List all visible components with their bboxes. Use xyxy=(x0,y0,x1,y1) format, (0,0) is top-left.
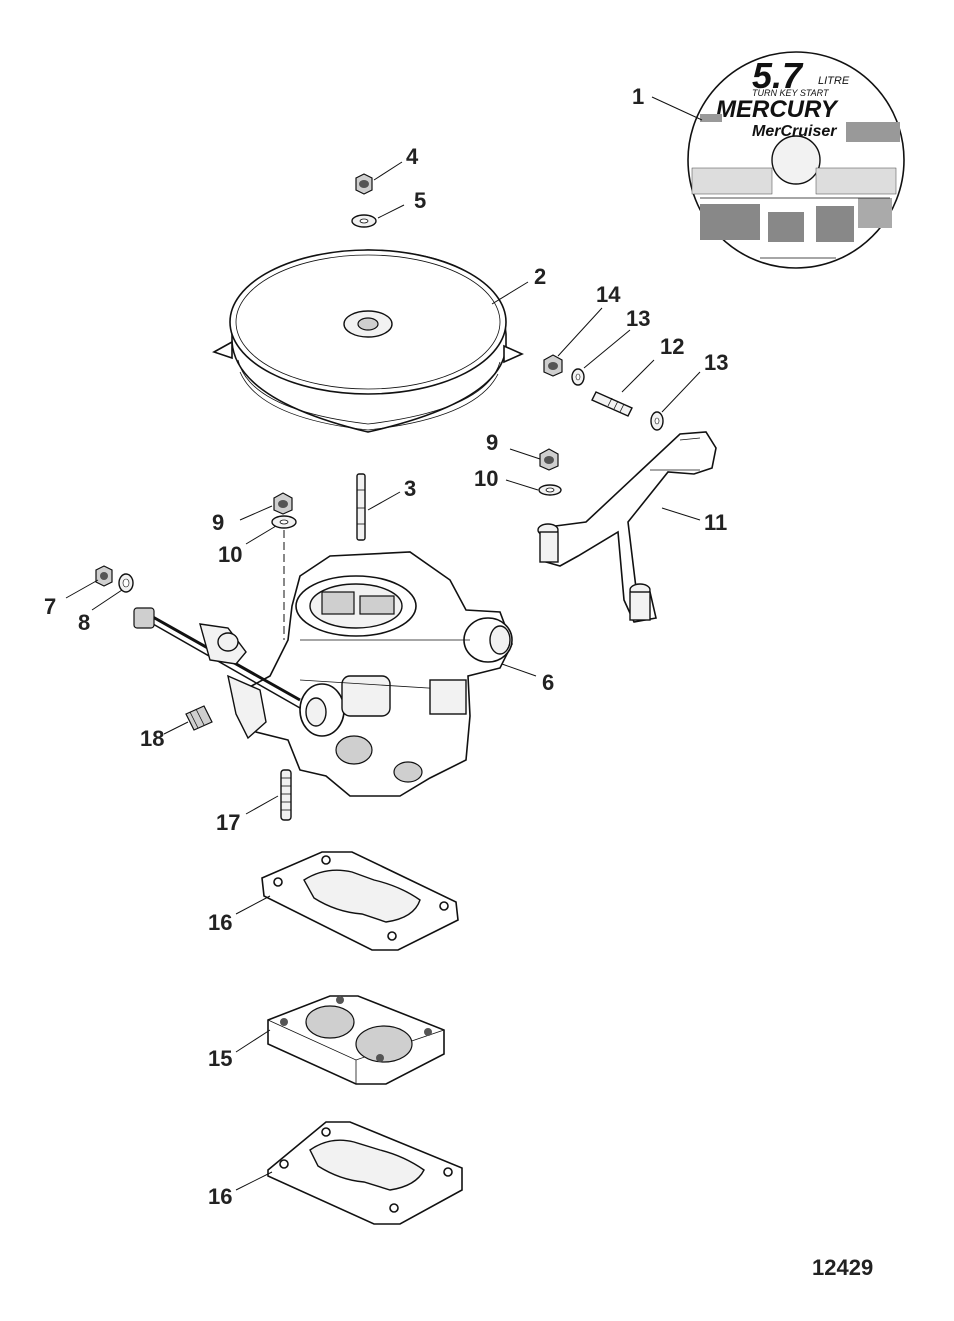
callout-8: 8 xyxy=(78,610,90,635)
callout-3: 3 xyxy=(404,476,416,501)
nut-right xyxy=(539,448,559,471)
choke-nut xyxy=(95,565,113,587)
decal-litre: LITRE xyxy=(818,75,850,87)
callout-7: 7 xyxy=(44,594,56,619)
carburetor xyxy=(133,551,513,797)
callout-9-left: 9 xyxy=(212,510,224,535)
fitting-screw xyxy=(185,705,213,731)
callout-6: 6 xyxy=(542,670,554,695)
choke-washer xyxy=(118,573,134,593)
air-cleaner-washer xyxy=(351,214,377,228)
spacer-plate xyxy=(267,995,445,1085)
callout-18: 18 xyxy=(140,726,164,751)
nut-left xyxy=(273,492,293,515)
callout-17: 17 xyxy=(216,810,240,835)
callout-4: 4 xyxy=(406,144,419,169)
callout-5: 5 xyxy=(414,188,426,213)
figure-number: 12429 xyxy=(812,1255,874,1280)
air-cleaner xyxy=(212,249,524,433)
gasket-upper xyxy=(261,851,459,951)
washer-left xyxy=(271,515,297,529)
bracket-stud xyxy=(591,391,633,417)
air-cleaner-stud xyxy=(356,473,366,541)
bracket-nut xyxy=(543,354,563,377)
callout-10-right: 10 xyxy=(474,466,498,491)
decal-product: MerCruiser xyxy=(752,123,837,140)
decal-brand: MERCURY xyxy=(716,96,839,123)
callout-2: 2 xyxy=(534,264,546,289)
callout-16-lower: 16 xyxy=(208,1184,232,1209)
callout-14: 14 xyxy=(596,282,621,307)
decal-size: 5.7 xyxy=(752,55,804,96)
callout-15: 15 xyxy=(208,1046,232,1071)
decal-subtitle: TURN KEY START xyxy=(752,88,830,98)
gasket-lower xyxy=(267,1121,463,1225)
callout-16-upper: 16 xyxy=(208,910,232,935)
air-cleaner-nut xyxy=(355,173,373,195)
callout-11: 11 xyxy=(704,510,727,535)
callout-10-left: 10 xyxy=(218,542,242,567)
callout-9-right: 9 xyxy=(486,430,498,455)
callout-numbers: 1 2 3 4 5 6 7 8 9 9 10 10 11 12 13 13 14… xyxy=(44,84,728,1209)
callout-12: 12 xyxy=(660,334,684,359)
carb-stud xyxy=(280,769,292,821)
callout-13-upper: 13 xyxy=(626,306,650,331)
leader-lines xyxy=(65,96,703,1191)
callout-13-lower: 13 xyxy=(704,350,728,375)
bracket-washer-lower xyxy=(650,411,664,431)
callout-1: 1 xyxy=(632,84,644,109)
throttle-bracket xyxy=(537,431,717,623)
bracket-washer-upper xyxy=(571,368,585,386)
washer-right xyxy=(538,484,562,496)
decal-disc: 5.7 LITRE TURN KEY START MERCURY MerCrui… xyxy=(687,51,905,269)
